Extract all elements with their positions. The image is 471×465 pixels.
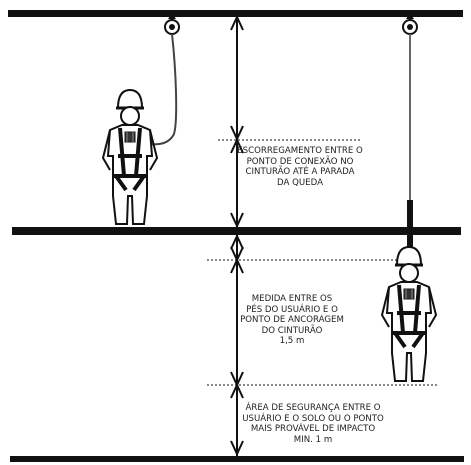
safety-area-label: ÁREA DE SEGURANÇA ENTRE O USUÁRIO E O SO…	[242, 403, 384, 445]
top-ceiling-beam	[8, 10, 463, 17]
arrow-up-icon	[230, 137, 244, 154]
arrow-up-icon	[230, 14, 244, 31]
right-worker-icon	[380, 245, 438, 383]
arrow-down-icon	[230, 440, 244, 457]
arrow-up-icon	[230, 233, 244, 250]
left-anchor-icon	[164, 15, 180, 35]
left-lanyard	[149, 33, 178, 146]
right-anchor-icon	[402, 15, 418, 35]
arrow-down-icon	[230, 212, 244, 229]
right-lanyard-extension	[407, 200, 413, 256]
left-worker-icon	[101, 88, 159, 226]
measure-label: MEDIDA ENTRE OS PÉS DO USUÁRIO E O PONTO…	[240, 294, 344, 347]
fall-distance-label: ESCORREGAMENTO ENTRE O PONTO DE CONEXÃO …	[237, 146, 363, 188]
ground-line	[10, 456, 464, 462]
